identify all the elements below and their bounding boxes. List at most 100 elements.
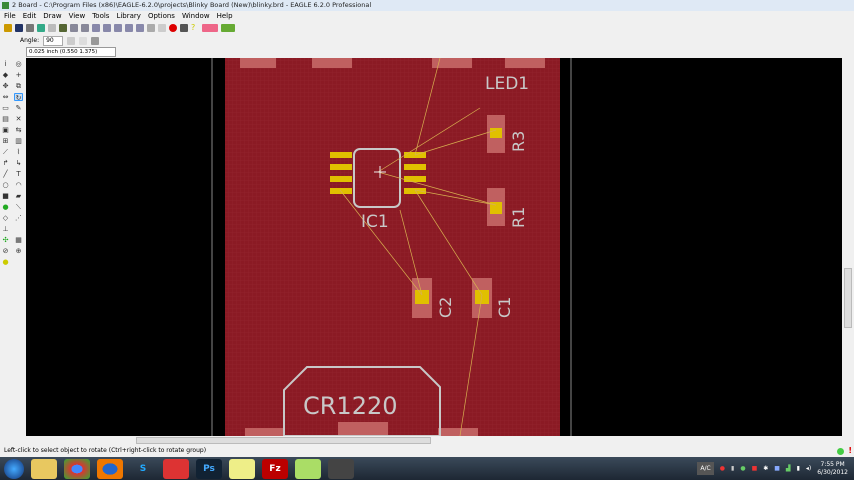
zoom-out-icon[interactable] <box>114 24 122 32</box>
status-text: Left-click to select object to rotate (C… <box>4 447 207 454</box>
angle-select[interactable]: 90 <box>43 36 63 46</box>
menu-window[interactable]: Window <box>181 12 210 20</box>
taskbar-eagle-window[interactable] <box>328 458 354 479</box>
menu-draw[interactable]: Draw <box>43 12 62 20</box>
erc-icon[interactable]: ✣ <box>2 236 9 244</box>
undo-icon[interactable] <box>147 24 155 32</box>
circle-icon[interactable]: ○ <box>2 181 9 189</box>
zoom-select-icon[interactable] <box>136 24 144 32</box>
add-icon[interactable]: ▣ <box>2 126 9 134</box>
print-icon[interactable] <box>26 24 34 32</box>
network-icon[interactable]: ▟ <box>785 465 791 472</box>
lock-icon[interactable]: ▥ <box>15 137 22 145</box>
menu-edit[interactable]: Edit <box>22 12 37 20</box>
signal-icon[interactable]: ⟍ <box>16 203 21 211</box>
taskbar-firefox[interactable] <box>97 458 123 479</box>
coordinate-bar: 0.025 inch (0.550 1.375) <box>0 47 854 58</box>
ulp-icon[interactable] <box>59 24 67 32</box>
taskbar-chrome[interactable] <box>64 458 90 479</box>
hole-icon[interactable]: ◇ <box>2 214 9 222</box>
menu-view[interactable]: View <box>68 12 86 20</box>
schematic-icon[interactable] <box>81 24 89 32</box>
airwires <box>339 57 497 437</box>
stop-command-icon[interactable]: ! <box>848 446 852 455</box>
paste-icon[interactable]: ▤ <box>2 115 9 123</box>
library-icon[interactable] <box>221 24 235 32</box>
tray-icon[interactable]: ▮ <box>731 465 735 472</box>
group-icon[interactable]: ▭ <box>2 104 9 112</box>
stop-icon[interactable] <box>169 24 177 32</box>
route-icon[interactable]: ↱ <box>2 159 9 167</box>
redo-icon[interactable] <box>158 24 166 32</box>
open-icon[interactable] <box>4 24 12 32</box>
tray-icon[interactable]: ● <box>740 465 746 472</box>
menu-file[interactable]: File <box>4 12 16 20</box>
optimize-icon[interactable]: ⌇ <box>16 148 21 156</box>
rect-icon[interactable]: ■ <box>2 192 9 200</box>
taskbar-skype[interactable]: S <box>139 463 147 474</box>
start-button[interactable] <box>4 458 24 479</box>
text-icon[interactable]: T <box>16 170 21 178</box>
rotate-icon[interactable]: ↻ <box>14 93 23 102</box>
mark-icon[interactable]: + <box>15 71 22 79</box>
replace-icon[interactable]: ⊞ <box>2 137 9 145</box>
column-icon[interactable] <box>90 37 99 45</box>
spin-icon[interactable] <box>66 37 75 45</box>
go-icon[interactable] <box>180 24 188 32</box>
menu-help[interactable]: Help <box>216 12 233 20</box>
tray-icon[interactable]: ■ <box>774 465 780 472</box>
vertical-scroll-thumb[interactable] <box>844 268 852 328</box>
taskbar-notepad[interactable] <box>295 458 321 479</box>
taskbar-photoshop[interactable]: Ps <box>196 458 222 479</box>
split-icon[interactable]: ⟋ <box>3 148 8 156</box>
mirror-tool-icon[interactable]: ⇔ <box>2 93 9 101</box>
taskbar-explorer[interactable] <box>31 458 57 479</box>
taskbar-eagle[interactable] <box>163 458 189 479</box>
vertical-scrollbar[interactable] <box>842 58 854 436</box>
info-icon[interactable]: i <box>4 60 7 68</box>
battery-icon[interactable]: ▮ <box>796 465 800 472</box>
tray-icon[interactable]: ■ <box>751 465 758 472</box>
polygon-icon[interactable]: ▰ <box>15 192 22 200</box>
board-canvas[interactable]: LED1 IC1 CR1220 R3 R1 C2 C1 <box>26 57 842 437</box>
pinswap-icon[interactable]: ⇆ <box>15 126 22 134</box>
copy-icon[interactable]: ⧉ <box>16 82 21 90</box>
menu-library[interactable]: Library <box>116 12 141 20</box>
change-icon[interactable]: ✎ <box>15 104 22 112</box>
script-icon[interactable] <box>48 24 56 32</box>
wire-icon[interactable]: ╱ <box>3 170 8 178</box>
zoom-in-icon[interactable] <box>103 24 111 32</box>
menu-tools[interactable]: Tools <box>92 12 110 20</box>
delete-icon[interactable]: ✕ <box>15 115 22 123</box>
arc-icon[interactable]: ◠ <box>15 181 22 189</box>
auto-icon[interactable]: ⊥ <box>2 225 9 233</box>
save-icon[interactable] <box>15 24 23 32</box>
warning-icon[interactable]: ● <box>2 258 9 266</box>
zoom-redraw-icon[interactable] <box>125 24 133 32</box>
cam-icon[interactable] <box>37 24 45 32</box>
move-icon[interactable]: ✥ <box>2 82 9 90</box>
horizontal-scroll-thumb[interactable] <box>136 437 431 444</box>
volume-icon[interactable]: ◂) <box>805 465 812 472</box>
show-icon[interactable]: ◎ <box>15 60 22 68</box>
zoom-fit-icon[interactable] <box>92 24 100 32</box>
zoom-icon[interactable]: ⊕ <box>15 247 22 255</box>
errors-icon[interactable]: ⊘ <box>2 247 9 255</box>
display-icon[interactable]: ◆ <box>2 71 9 79</box>
ratsnest-icon[interactable]: ⋰ <box>15 214 22 222</box>
horizontal-scrollbar[interactable] <box>26 436 842 445</box>
taskbar-sticky-notes[interactable] <box>229 458 255 479</box>
design-link-icon[interactable] <box>202 24 218 32</box>
ripup-icon[interactable]: ↳ <box>15 159 22 167</box>
bluetooth-icon[interactable]: ✱ <box>763 465 769 472</box>
menu-options[interactable]: Options <box>147 12 175 20</box>
tray-ac-label[interactable]: A/C <box>697 462 714 475</box>
mirror-icon[interactable] <box>78 37 87 45</box>
help-icon[interactable]: ? <box>191 23 196 32</box>
taskbar-filezilla[interactable]: Fz <box>262 458 288 479</box>
via-icon[interactable]: ● <box>2 203 9 211</box>
tray-icon[interactable]: ● <box>719 465 725 472</box>
drc-icon[interactable]: ▦ <box>15 236 22 244</box>
board-icon[interactable] <box>70 24 78 32</box>
